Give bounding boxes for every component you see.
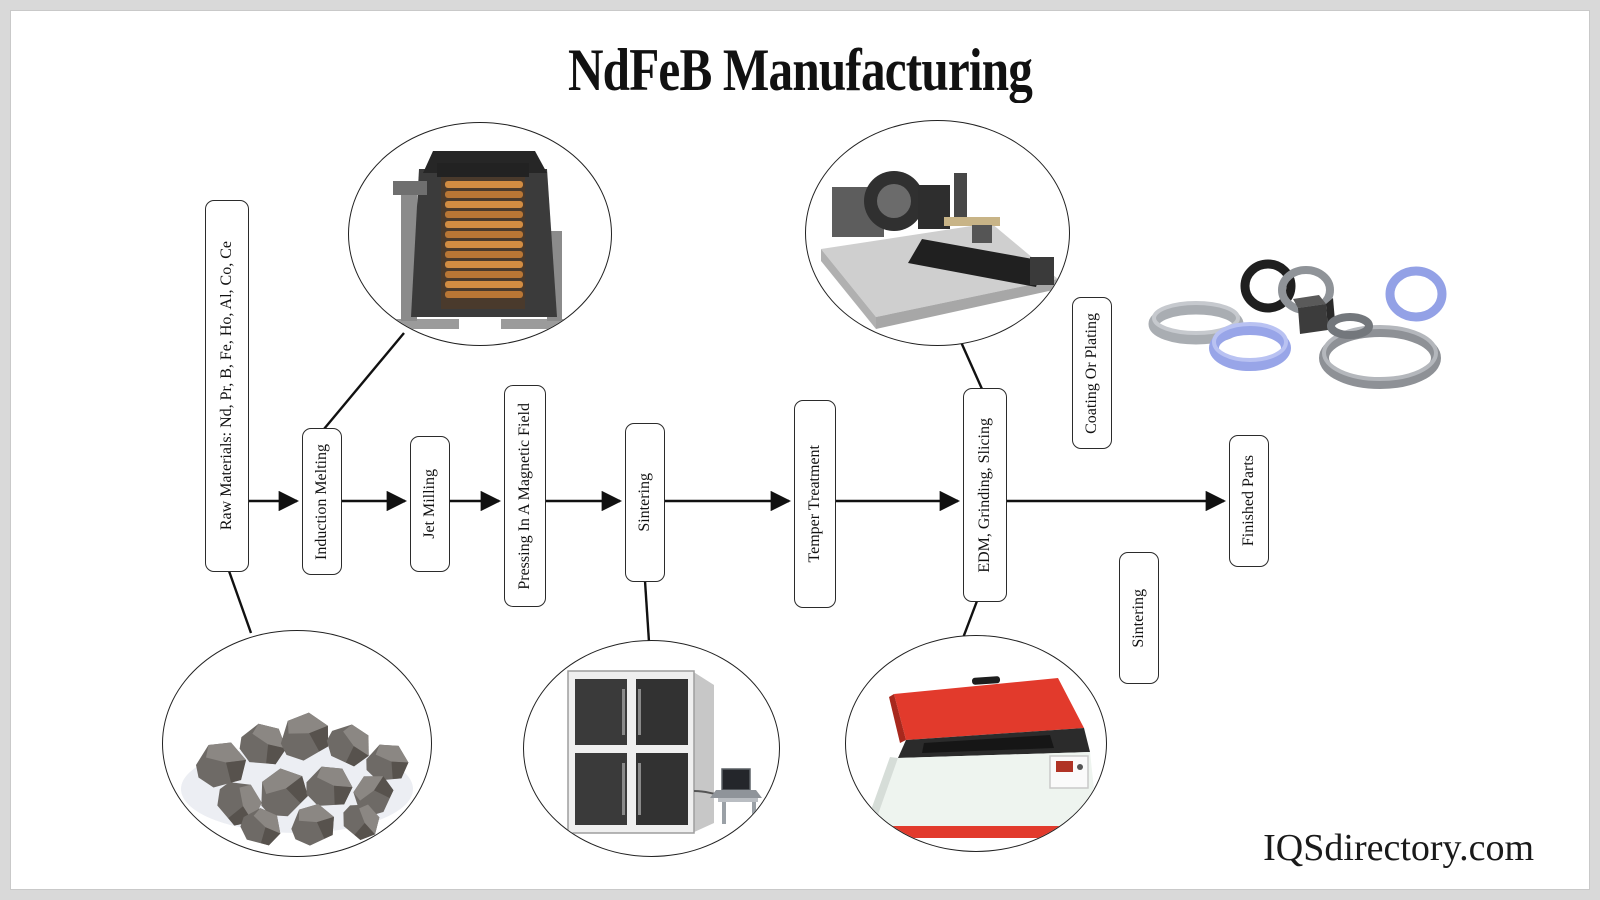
edm-photo-circle <box>845 635 1107 852</box>
watermark: IQSdirectory.com <box>1263 827 1534 869</box>
step-jet-milling: Jet Milling <box>410 436 450 572</box>
step-induction-melting-label: Induction Melting <box>313 443 330 560</box>
step-pressing-magnetic-field-label: Pressing In A Magnetic Field <box>516 402 533 590</box>
label-coating-or-plating: Coating Or Plating <box>1072 297 1112 449</box>
induction-melting-furnace-illustration <box>385 151 577 329</box>
machining-photo-circle <box>805 120 1070 346</box>
page-title-text: NdFeB Manufacturing <box>567 37 1033 103</box>
sintering-photo-circle <box>523 640 780 857</box>
step-edm-grinding-slicing-label: EDM, Grinding, Slicing <box>976 417 993 573</box>
step-finished-parts: Finished Parts <box>1229 435 1269 567</box>
step-induction-melting: Induction Melting <box>302 428 342 575</box>
raw-materials-photo-circle <box>162 630 432 857</box>
step-temper-treatment-label: Temper Treatment <box>806 445 823 563</box>
step-raw-materials-label: Raw Materials: Nd, Pr, B, Fe, Ho, Al, Co… <box>218 241 235 531</box>
raw-material-chunks-illustration <box>181 708 413 853</box>
label-sintering-2: Sintering <box>1119 552 1159 684</box>
step-edm-grinding-slicing: EDM, Grinding, Slicing <box>963 388 1007 602</box>
machining-lathe-illustration <box>821 171 1058 329</box>
step-sintering: Sintering <box>625 423 665 582</box>
step-temper-treatment: Temper Treatment <box>794 400 836 608</box>
step-pressing-magnetic-field: Pressing In A Magnetic Field <box>504 385 546 607</box>
step-jet-milling-label: Jet Milling <box>421 469 438 539</box>
page-title: NdFeB Manufacturing <box>0 36 1600 105</box>
label-coating-or-plating-text: Coating Or Plating <box>1083 312 1100 434</box>
step-finished-parts-label: Finished Parts <box>1240 455 1257 547</box>
label-sintering-2-text: Sintering <box>1130 588 1147 648</box>
finished-magnet-rings-illustration <box>1148 259 1447 389</box>
step-raw-materials: Raw Materials: Nd, Pr, B, Fe, Ho, Al, Co… <box>205 200 249 572</box>
finished-parts-photo <box>1148 258 1448 403</box>
step-sintering-label: Sintering <box>636 473 653 532</box>
edm-machine-illustration <box>866 676 1099 838</box>
sintering-furnace-illustration <box>567 670 762 834</box>
induction-melting-photo-circle <box>348 122 612 346</box>
